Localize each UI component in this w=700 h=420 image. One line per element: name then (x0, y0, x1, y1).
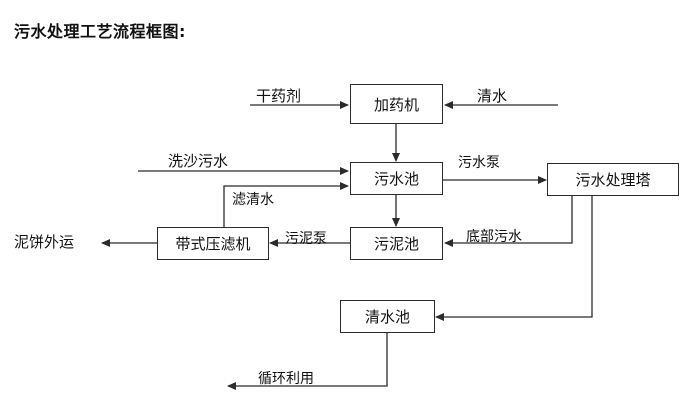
edge-clean-water-pool-to-recycle (227, 332, 388, 390)
terminal-mud-cake-out: 泥饼外运 (14, 233, 75, 251)
node-sewage-pool-label: 污水池 (373, 170, 419, 188)
node-sludge-pool-label: 污泥池 (373, 235, 419, 253)
node-sewage-pool[interactable]: 污水池 (350, 162, 443, 195)
edge-filtrate-to-sewage-pool (223, 182, 349, 228)
node-sludge-pool[interactable]: 污泥池 (350, 227, 443, 260)
terminal-dry-agent: 干药剂 (256, 87, 302, 105)
terminal-sand-wash-sewage: 洗沙污水 (168, 152, 229, 170)
edge-tower-to-sludge-pool (444, 196, 573, 247)
terminal-clean-water-in: 清水 (477, 87, 508, 105)
page-title: 污水处理工艺流程框图: (14, 22, 186, 41)
edge-label-sludge-pump: 污泥泵 (285, 231, 327, 247)
node-dosing-label: 加药机 (373, 95, 419, 114)
edge-label-sewage-pump: 污水泵 (458, 155, 500, 171)
node-clean-water-pool-label: 清水池 (364, 308, 410, 326)
node-belt-filter-press[interactable]: 带式压滤机 (157, 227, 269, 260)
node-dosing[interactable]: 加药机 (350, 84, 443, 124)
node-clean-water-pool[interactable]: 清水池 (340, 300, 435, 333)
edge-label-filtrate: 滤清水 (232, 192, 274, 208)
edge-label-recycle-use: 循环利用 (258, 371, 314, 387)
node-treatment-tower-label: 污水处理塔 (575, 171, 651, 189)
edge-tower-to-clean-water-pool (435, 196, 593, 321)
edge-label-bottom-sewage: 底部污水 (466, 229, 522, 245)
node-treatment-tower[interactable]: 污水处理塔 (547, 163, 679, 196)
node-belt-filter-press-label: 带式压滤机 (175, 235, 251, 253)
